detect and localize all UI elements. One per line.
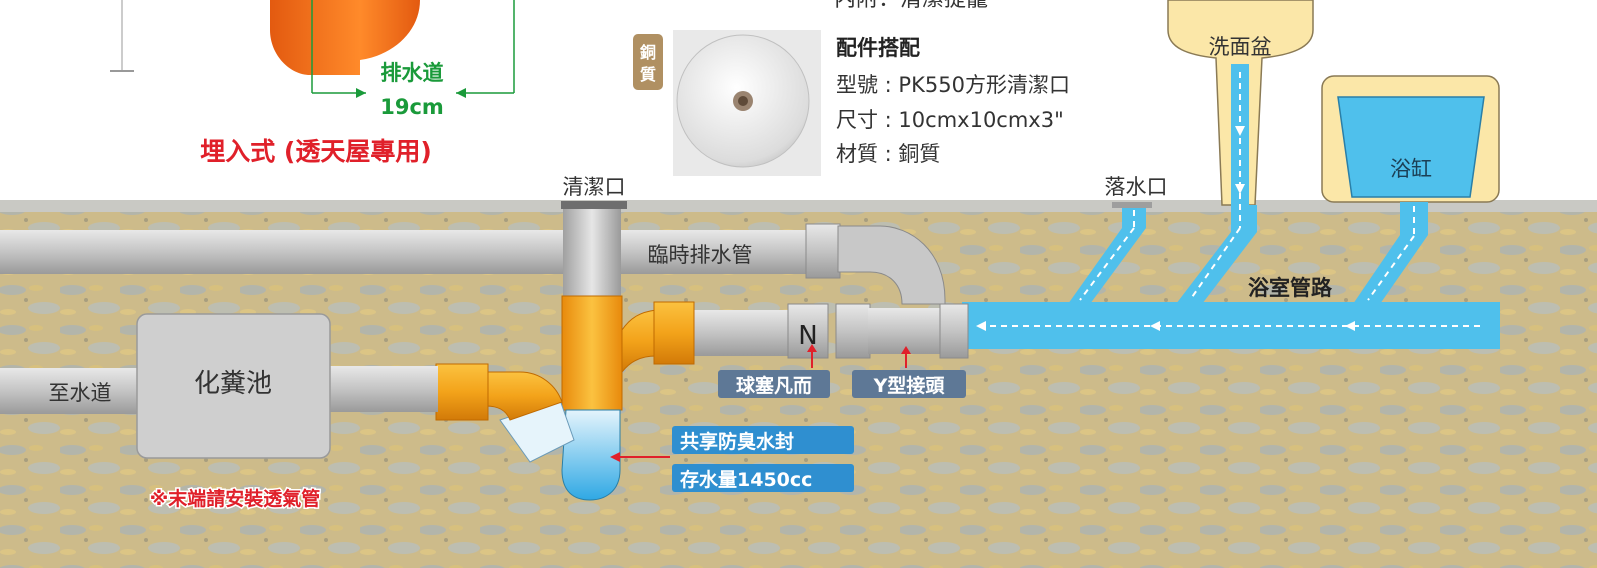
bathroom-pipe-label: 浴室管路 (1248, 276, 1333, 300)
ball-valve-tag (718, 370, 830, 398)
width-arrowhead-right (456, 88, 466, 98)
vent-pipe-note: ※末端請安裝透氣管 (150, 487, 320, 510)
water-seal-trap (561, 409, 621, 501)
water-volume-label: 存水量1450cc (680, 468, 812, 491)
drain-body-image (270, 0, 420, 75)
bathtub-drain-pipe (1353, 202, 1428, 304)
ball-valve (787, 303, 829, 359)
water-volume-tag (672, 464, 854, 492)
y-joint-body (868, 308, 942, 354)
trap-vertical-fitting (561, 295, 623, 411)
included-basket-text: 內附：清潔提籠 (834, 0, 988, 12)
floor-drain-label: 落水口 (1105, 175, 1168, 199)
trap-inlet-elbow (485, 371, 563, 421)
install-type-title: 埋入式 (透天屋專用) (200, 137, 432, 166)
y-joint-pointer-head (901, 346, 911, 354)
trap-side-coupling (653, 301, 695, 365)
floor-surface (0, 200, 1597, 212)
water-seal-tag (672, 426, 854, 454)
wash-basin-label: 洗面盆 (1209, 35, 1272, 59)
temp-drain-label: 臨時排水管 (648, 243, 753, 267)
copper-badge-char-1: 銅 (640, 43, 656, 62)
temp-drain-pipe (0, 230, 815, 274)
cleanout-plate-hole-center (738, 96, 748, 106)
copper-badge-char-2: 質 (640, 65, 656, 84)
water-seal-label: 共享防臭水封 (680, 430, 794, 453)
septic-outlet-pipe (330, 366, 438, 412)
water-seal-pointer-head (610, 452, 620, 462)
cleanout-label: 清潔口 (563, 175, 626, 199)
width-arrowhead-left (356, 88, 366, 98)
trap-inlet-pipe (690, 310, 800, 356)
bathtub-label: 浴缸 (1390, 157, 1432, 181)
valve-letter: N (798, 321, 817, 351)
y-joint-collar (835, 303, 871, 359)
drain-width: 19cm (380, 95, 444, 119)
septic-tank (136, 313, 331, 459)
floor-drain-pipe (1068, 206, 1146, 304)
y-joint-label: Y型接頭 (873, 374, 946, 397)
basin-drain-pipe (1176, 205, 1257, 304)
bathtub-water (1337, 96, 1485, 198)
sewer-pipe (0, 368, 140, 414)
drain-label: 排水道 (381, 61, 444, 85)
septic-tank-label: 化糞池 (194, 369, 272, 399)
temp-drain-elbow (837, 225, 946, 305)
cleanout-cap (561, 201, 627, 209)
accessory-model: 型號 : PK550方形清潔口 (836, 73, 1070, 97)
temp-drain-coupling (805, 223, 841, 279)
copper-badge (633, 34, 663, 90)
y-joint-tag (852, 370, 966, 398)
y-joint-outlet (939, 303, 969, 359)
accessory-size: 尺寸 : 10cmx10cmx3" (836, 108, 1064, 132)
to-sewer-label: 至水道 (49, 381, 112, 405)
flow-arrowheads (976, 126, 1355, 331)
ball-valve-label: 球塞凡而 (736, 374, 812, 397)
accessory-heading: 配件搭配 (836, 36, 920, 60)
valve-pointer-head (807, 344, 817, 352)
floor-drain-grate (1112, 202, 1152, 208)
water-flow-lines (980, 72, 1480, 327)
accessory-material: 材質 : 銅質 (836, 142, 940, 166)
cleanout-riser (563, 207, 621, 297)
trap-inlet-coupling (435, 363, 489, 421)
